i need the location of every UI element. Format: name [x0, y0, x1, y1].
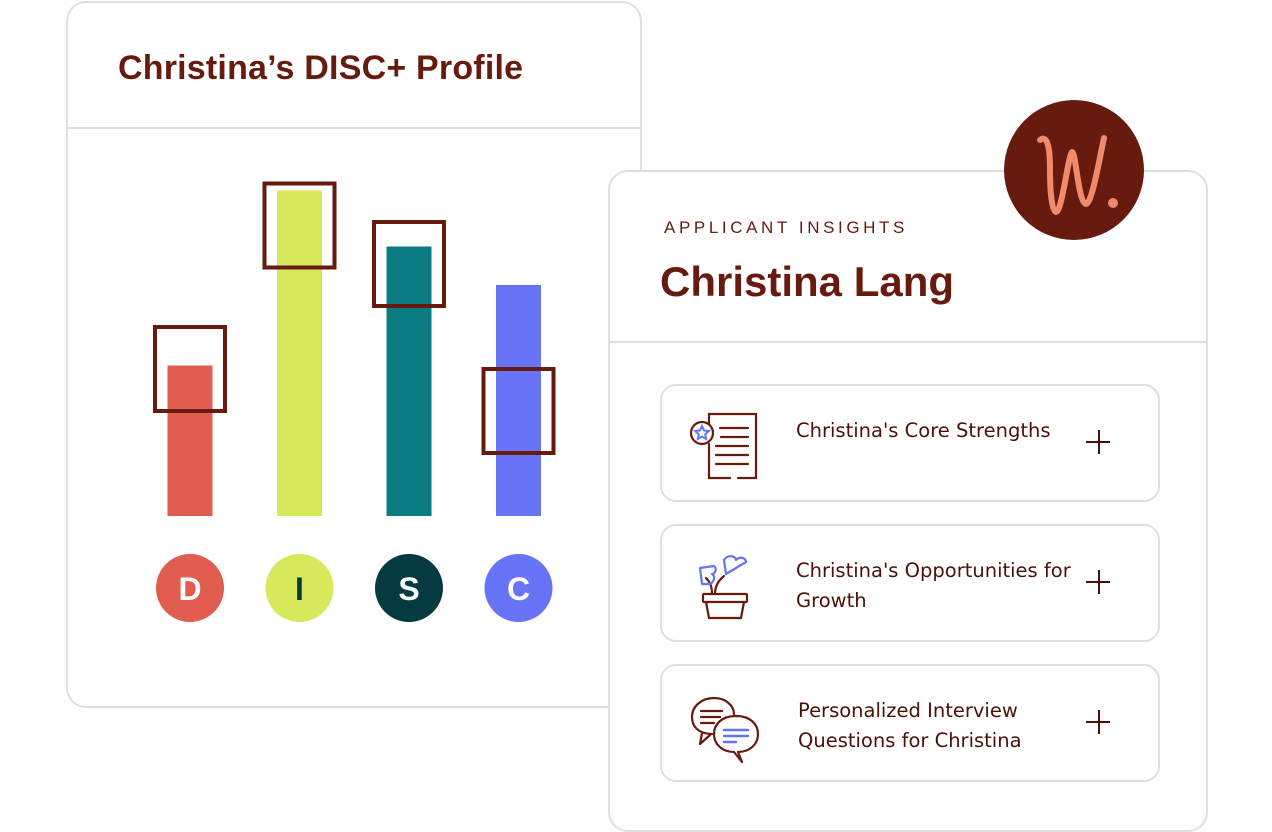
plus-icon[interactable] — [1086, 430, 1112, 456]
plus-icon[interactable] — [1086, 570, 1112, 596]
category-label-I: I — [295, 571, 304, 607]
category-label-C: C — [507, 571, 530, 607]
document-star-icon — [689, 412, 758, 480]
target-range-S — [372, 220, 446, 308]
accordion-label: Christina's Core Strengths — [796, 419, 1051, 442]
bar-I — [277, 190, 322, 516]
category-label-S: S — [398, 571, 419, 607]
divider — [68, 127, 640, 129]
target-range-C — [481, 367, 556, 455]
category-label-D: D — [178, 571, 201, 607]
accordion-label: Personalized Interview Questions for Chr… — [798, 699, 1022, 752]
bar-S — [386, 246, 432, 516]
plus-icon[interactable] — [1086, 710, 1112, 736]
accordion-core-strengths[interactable]: Christina's Core Strengths — [660, 384, 1160, 502]
w-logo-icon — [1037, 135, 1118, 215]
bar-C — [496, 285, 541, 516]
category-badge-S — [375, 554, 443, 622]
category-badge-C — [484, 554, 553, 622]
plant-pot-icon — [698, 555, 749, 620]
chat-bubbles-icon — [690, 696, 760, 764]
section-eyebrow: APPLICANT INSIGHTS — [664, 218, 908, 237]
disc-profile-title: Christina’s DISC+ Profile — [118, 49, 524, 87]
accordion-interview-questions[interactable]: Personalized Interview Questions for Chr… — [660, 664, 1160, 782]
target-range-D — [153, 325, 227, 413]
category-badge-D — [156, 554, 224, 622]
disc-profile-card: Christina’s DISC+ Profile D I S C — [66, 1, 642, 708]
applicant-insights-card: APPLICANT INSIGHTS Christina Lang Christ… — [608, 170, 1208, 832]
applicant-name: Christina Lang — [660, 258, 955, 305]
bar-D — [167, 365, 213, 516]
target-range-I — [262, 181, 337, 270]
accordion-label: Christina's Opportunities for Growth — [796, 559, 1071, 612]
accordion-opportunities-growth[interactable]: Christina's Opportunities for Growth — [660, 524, 1160, 642]
category-badge-I — [265, 554, 334, 622]
divider — [610, 341, 1206, 343]
logo — [1004, 100, 1144, 240]
